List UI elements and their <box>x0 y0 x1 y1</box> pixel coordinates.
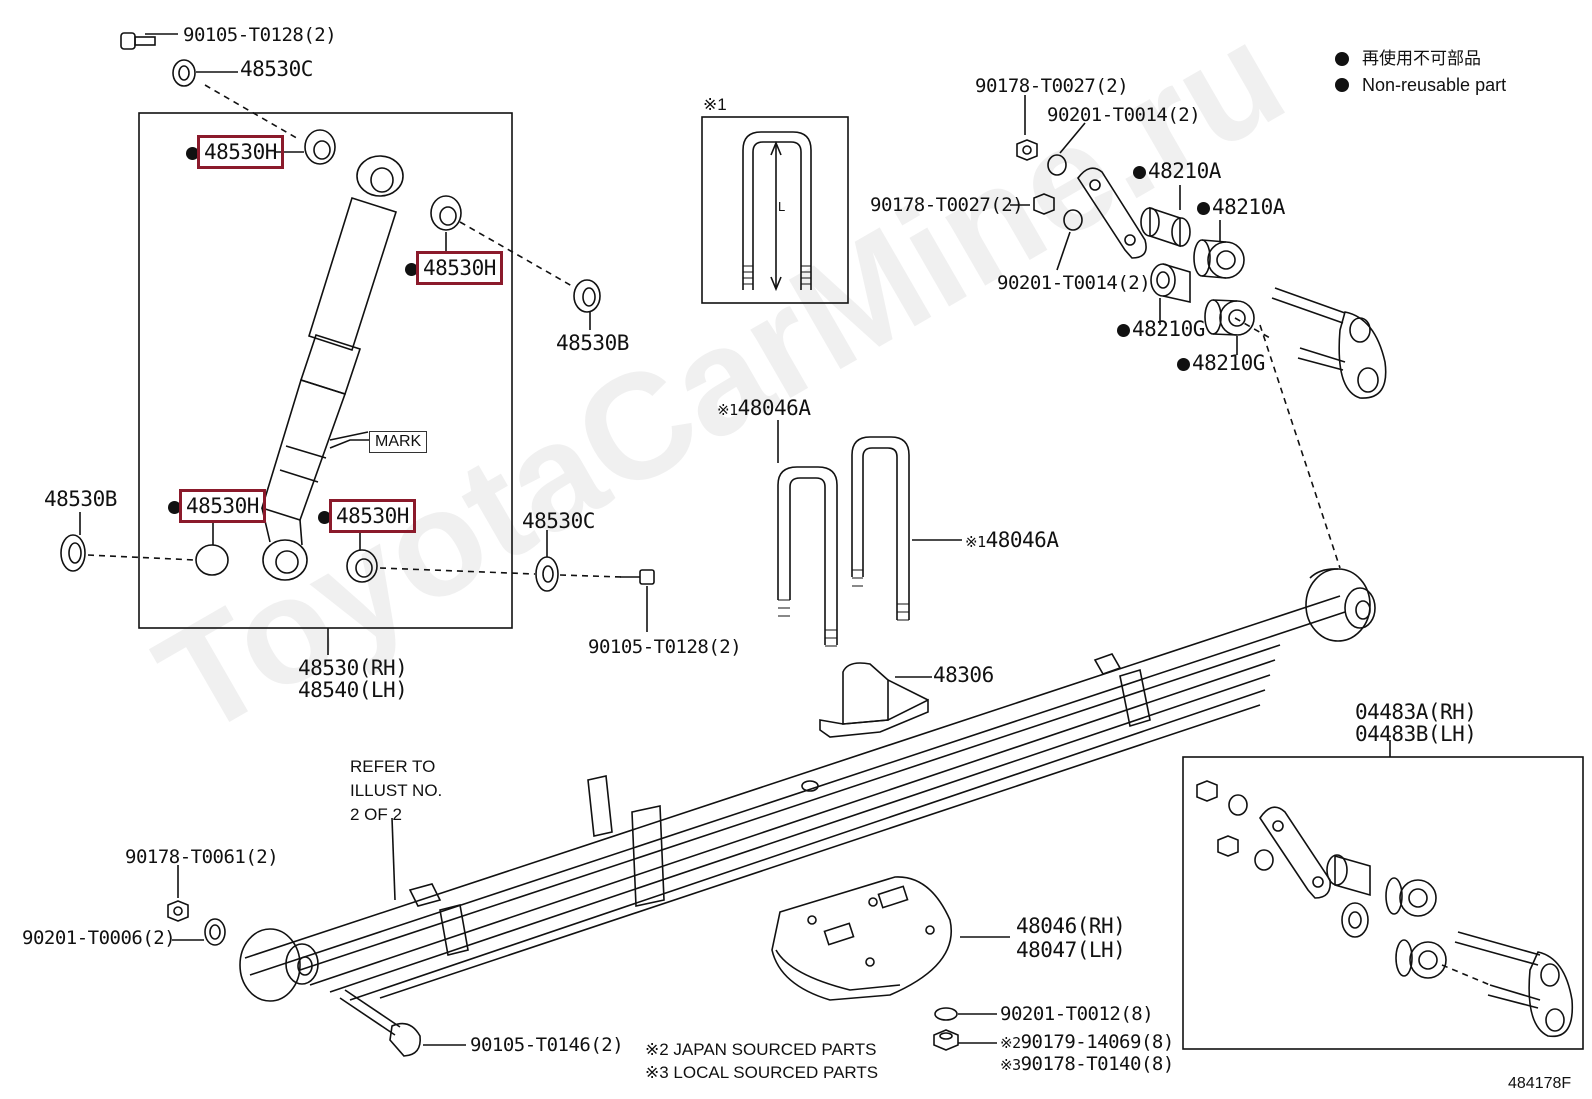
inset-symbol: ※1 <box>703 95 727 114</box>
refer-note-line-3: 2 OF 2 <box>350 805 402 824</box>
spring-seat-icon <box>771 876 952 1001</box>
non-reusable-dot-icon <box>318 510 331 524</box>
bolt-top-icon <box>120 32 156 50</box>
refer-note-line-1: REFER TO <box>350 757 436 776</box>
legend-ja: 再使用不可部品 <box>1362 49 1481 68</box>
label-90105-t0146[interactable]: 90105-T0146(2) <box>470 1034 624 1056</box>
diagram-id: 484178F <box>1508 1075 1572 1092</box>
washer-icon <box>573 279 601 313</box>
label-48306[interactable]: 48306 <box>933 663 994 687</box>
sourced-note-2: ※3 LOCAL SOURCED PARTS <box>645 1063 879 1082</box>
shackle-kit-box <box>1182 756 1584 1050</box>
bushing-icon <box>430 195 462 231</box>
shock-absorber-icon <box>261 155 404 581</box>
label-48530h-2[interactable]: 48530H <box>405 251 503 285</box>
legend-en: Non-reusable part <box>1362 75 1507 95</box>
washer-icon <box>1063 209 1083 231</box>
bracket-icon <box>819 662 929 738</box>
washer-icon <box>172 59 196 87</box>
non-reusable-dot-icon <box>1197 201 1210 215</box>
mark-label: MARK <box>369 431 428 453</box>
label-48540-lh[interactable]: 48540(LH) <box>298 678 408 702</box>
bushing-icon <box>1140 206 1191 248</box>
label-48530b-right[interactable]: 48530B <box>556 331 629 355</box>
shackle-nut-icon <box>1016 139 1055 215</box>
label-48210g-1[interactable]: 48210G <box>1117 318 1205 340</box>
non-reusable-dot-icon <box>186 146 199 160</box>
non-reusable-dot-icon <box>1117 323 1130 337</box>
washer-icon <box>1047 154 1067 176</box>
ref-1-symbol: ※1 <box>717 401 738 419</box>
sourced-note-1: ※2 JAPAN SOURCED PARTS <box>645 1040 877 1059</box>
legend-dot-icon <box>1335 78 1349 92</box>
label-48530h-1[interactable]: 48530H <box>186 135 284 169</box>
label-90105-t0128-top[interactable]: 90105-T0128(2) <box>183 24 337 46</box>
non-reusable-dot-icon <box>1133 165 1146 179</box>
ref-2-symbol: ※2 <box>1000 1034 1021 1052</box>
label-48046a-1[interactable]: ※148046A <box>717 396 811 420</box>
label-90178-t0027-b[interactable]: 90178-T0027(2) <box>870 194 1024 216</box>
shackle-link-icon <box>1271 287 1387 399</box>
washer-icon <box>535 556 559 592</box>
label-48047-lh[interactable]: 48047(LH) <box>1016 938 1126 962</box>
label-48210g-2[interactable]: 48210G <box>1177 352 1265 374</box>
bolt-mid-icon <box>620 569 655 585</box>
label-48530h-3[interactable]: 48530H <box>168 489 266 523</box>
label-90201-t0006[interactable]: 90201-T0006(2) <box>22 927 176 949</box>
non-reusable-dot-icon <box>405 262 418 276</box>
label-48210a-2[interactable]: 48210A <box>1197 196 1285 218</box>
ubolt-icon <box>777 436 910 645</box>
refer-note-line-2: ILLUST NO. <box>350 781 443 800</box>
bushing-icon <box>1150 263 1191 303</box>
shackle-plate-icon <box>1077 167 1147 259</box>
label-04483a-rh[interactable]: 04483A(RH) <box>1355 700 1477 724</box>
label-48530b-left[interactable]: 48530B <box>44 487 117 511</box>
legend-dot-icon <box>1335 52 1349 66</box>
bushing-icon <box>1193 239 1245 279</box>
nut-icon <box>933 1029 959 1051</box>
leaf-spring-icon <box>239 568 1376 1002</box>
nut-icon <box>167 900 189 922</box>
label-48530c-mid[interactable]: 48530C <box>522 509 595 533</box>
label-90179-14069[interactable]: ※290179-14069(8) <box>1000 1031 1174 1053</box>
label-90201-t0012[interactable]: 90201-T0012(8) <box>1000 1003 1154 1025</box>
bushing-icon <box>195 544 229 576</box>
bushing-icon <box>304 129 336 165</box>
label-90105-t0128-mid[interactable]: 90105-T0128(2) <box>588 636 742 658</box>
label-90201-t0014-a[interactable]: 90201-T0014(2) <box>1047 104 1201 126</box>
washer-icon <box>60 534 86 572</box>
shock-group-box <box>138 112 513 629</box>
long-bolt-icon <box>339 989 421 1057</box>
label-90178-t0027-a[interactable]: 90178-T0027(2) <box>975 75 1129 97</box>
ref-1-symbol: ※1 <box>965 533 986 551</box>
label-48530h-4[interactable]: 48530H <box>318 499 416 533</box>
ubolt-inset-box <box>701 116 849 304</box>
label-48530-rh[interactable]: 48530(RH) <box>298 656 408 680</box>
label-04483b-lh[interactable]: 04483B(LH) <box>1355 722 1477 746</box>
washer-icon <box>204 918 226 946</box>
shackle-kit-icon <box>1196 780 1574 1038</box>
non-reusable-dot-icon <box>168 500 181 514</box>
inset-dim-label: L <box>778 199 786 214</box>
washer-icon <box>934 1007 958 1021</box>
label-90201-t0014-b[interactable]: 90201-T0014(2) <box>997 272 1151 294</box>
label-90178-t0140[interactable]: ※390178-T0140(8) <box>1000 1053 1174 1075</box>
non-reusable-dot-icon <box>1177 357 1190 371</box>
label-48046a-2[interactable]: ※148046A <box>965 528 1059 552</box>
bushing-icon <box>1204 299 1255 336</box>
label-90178-t0061[interactable]: 90178-T0061(2) <box>125 846 279 868</box>
label-48046-rh[interactable]: 48046(RH) <box>1016 914 1126 938</box>
bushing-icon <box>346 549 378 583</box>
ref-3-symbol: ※3 <box>1000 1056 1021 1074</box>
ubolt-inset-icon <box>742 131 812 292</box>
label-48210a-1[interactable]: 48210A <box>1133 160 1221 182</box>
label-48530c-top[interactable]: 48530C <box>240 57 313 81</box>
